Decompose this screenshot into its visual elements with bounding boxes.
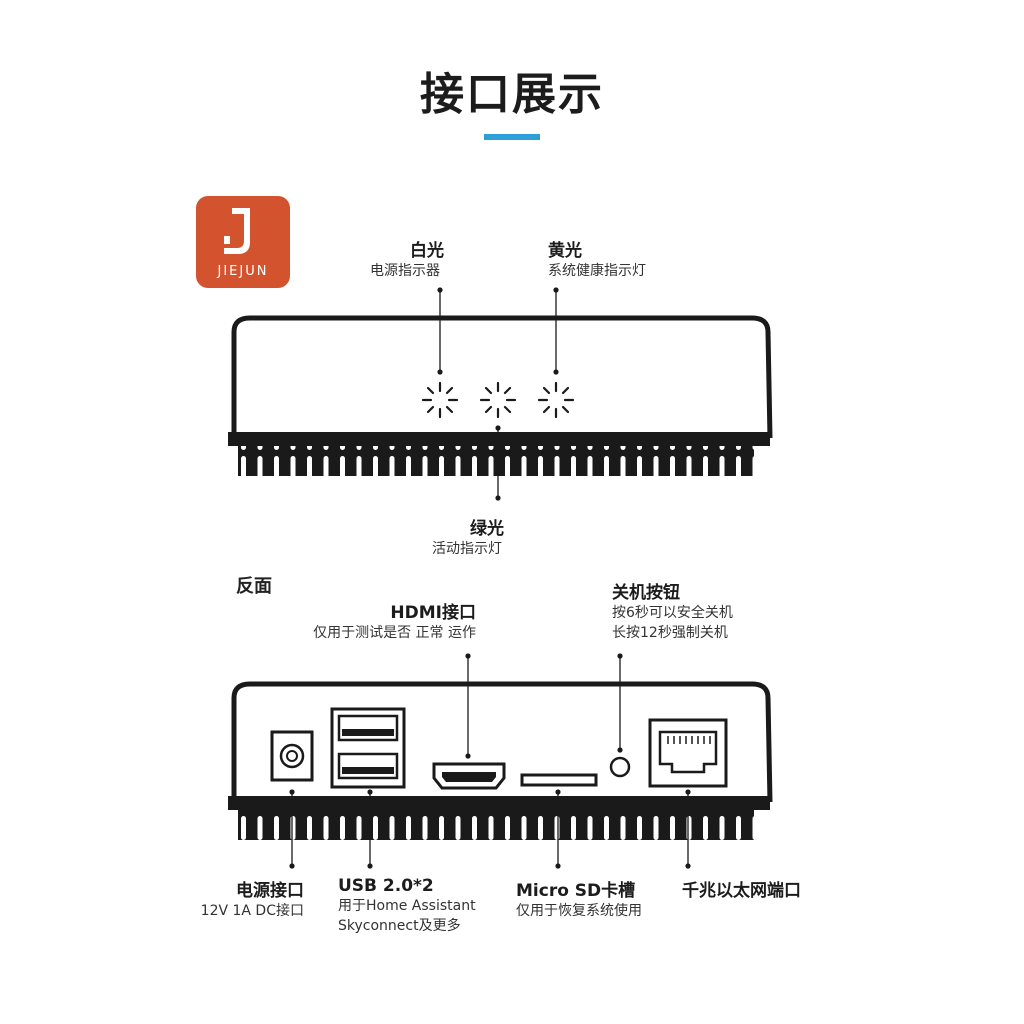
front-view [228, 315, 773, 476]
power-port-desc: 12V 1A DC接口 [200, 903, 304, 919]
label-white-led: 白光 电源指示器 [370, 236, 444, 281]
dc-power-port-icon [270, 730, 314, 782]
page-title: 接口展示 [420, 69, 604, 120]
power-button-icon [609, 756, 631, 778]
ethernet-title: 千兆以太网端口 [682, 881, 801, 901]
back-base [228, 796, 770, 810]
usb-desc-2: Skyconnect及更多 [338, 918, 461, 934]
label-hdmi: HDMI接口 仅用于测试是否 正常 运作 [300, 598, 476, 643]
label-green-led: 绿光 活动指示灯 [432, 514, 504, 559]
power-port-title: 电源接口 [236, 881, 304, 901]
front-body [231, 315, 773, 439]
title-underline [484, 134, 540, 140]
white-led-title: 白光 [410, 241, 444, 261]
label-power-button: 关机按钮 按6秒可以安全关机 长按12秒强制关机 [612, 578, 733, 643]
power-button-desc-1: 按6秒可以安全关机 [612, 605, 733, 621]
front-base [228, 432, 770, 446]
label-ethernet: 千兆以太网端口 [682, 876, 801, 901]
white-led-desc: 电源指示器 [370, 263, 440, 279]
green-led-title: 绿光 [470, 519, 504, 539]
microsd-slot-icon [520, 773, 598, 787]
led-white-icon [421, 381, 459, 419]
label-power-port: 电源接口 12V 1A DC接口 [200, 876, 304, 921]
green-led-desc: 活动指示灯 [432, 541, 502, 557]
logo-j-mark [224, 208, 250, 254]
microsd-title: Micro SD卡槽 [516, 881, 636, 901]
label-microsd: Micro SD卡槽 仅用于恢复系统使用 [516, 876, 642, 921]
yellow-led-desc: 系统健康指示灯 [548, 263, 646, 279]
usb-title: USB 2.0*2 [338, 876, 434, 896]
back-callouts [291, 656, 689, 866]
ethernet-port-icon [648, 718, 728, 788]
logo-text: JIEJUN [217, 264, 269, 279]
section-label-back: 反面 [236, 576, 272, 597]
hdmi-title: HDMI接口 [390, 603, 476, 623]
led-green-icon [479, 381, 517, 419]
front-heatsink [238, 446, 754, 476]
yellow-led-title: 黄光 [548, 241, 582, 261]
label-usb: USB 2.0*2 用于Home Assistant Skyconnect及更多 [338, 876, 476, 936]
hdmi-desc: 仅用于测试是否 正常 运作 [313, 625, 476, 641]
microsd-desc: 仅用于恢复系统使用 [516, 903, 642, 919]
brand-logo [196, 196, 290, 288]
led-yellow-icon [537, 381, 575, 419]
power-button-desc-2: 长按12秒强制关机 [612, 625, 728, 641]
hdmi-port-icon [432, 762, 506, 790]
power-button-title: 关机按钮 [612, 583, 680, 603]
usb-ports-icon [330, 707, 406, 789]
back-heatsink [238, 810, 754, 840]
label-yellow-led: 黄光 系统健康指示灯 [548, 236, 646, 281]
front-callouts [439, 290, 557, 498]
usb-desc-1: 用于Home Assistant [338, 898, 476, 914]
